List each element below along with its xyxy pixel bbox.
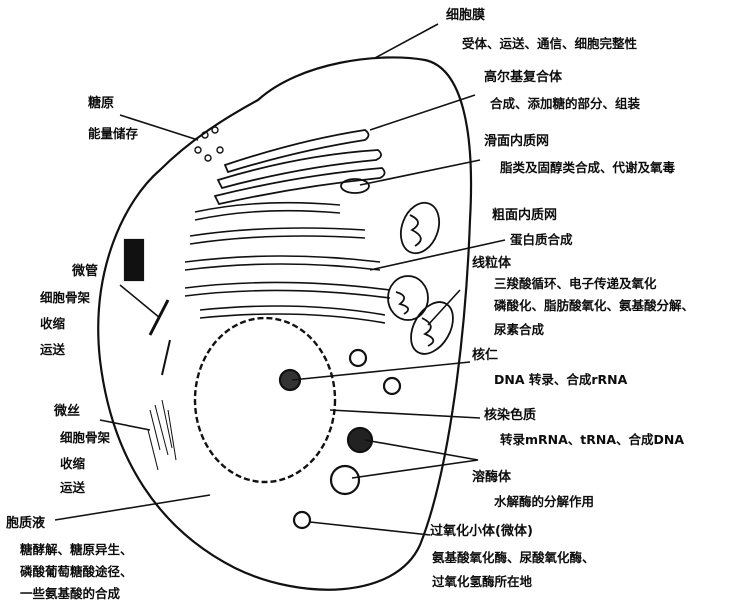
smooth-er-desc: 脂类及固醇类合成、代谢及氧毒: [500, 160, 675, 176]
nucleolus-desc: DNA 转录、合成rRNA: [494, 372, 627, 388]
cell-membrane-desc: 受体、运送、通信、细胞完整性: [462, 36, 637, 52]
vesicle: [384, 378, 400, 394]
glycogen-desc: 能量储存: [88, 126, 138, 142]
cytosol-desc-2: 磷酸葡萄糖酸途径、: [20, 564, 133, 580]
smooth-er-label: 滑面内质网: [484, 134, 549, 150]
mitochondria-desc-3: 尿素合成: [494, 322, 544, 338]
mitochondria-label: 线粒体: [472, 256, 511, 272]
golgi-desc: 合成、添加糖的部分、组装: [490, 96, 640, 112]
vesicle: [350, 350, 366, 366]
leader-lines: [55, 24, 505, 535]
microfilament-label: 微丝: [54, 404, 80, 420]
cytosol-label: 胞质液: [6, 516, 45, 532]
microtubule-desc-2: 收缩: [40, 316, 65, 332]
microfilament-desc-2: 收缩: [60, 456, 85, 472]
microtubule-desc-3: 运送: [40, 342, 65, 358]
dark-granule: [125, 240, 143, 280]
microfilament-desc-1: 细胞骨架: [60, 430, 110, 446]
rough-er-desc: 蛋白质合成: [510, 232, 573, 248]
glycogen-granules: [195, 127, 223, 161]
microtubule-desc-1: 细胞骨架: [40, 290, 90, 306]
peroxisome-desc-1: 氨基酸氧化酶、尿酸氧化酶、: [432, 550, 595, 566]
rough-er-label: 粗面内质网: [492, 208, 557, 224]
microtubule-label: 微管: [72, 264, 98, 280]
cell-membrane-label: 细胞膜: [446, 8, 485, 24]
microfilament-desc-3: 运送: [60, 480, 85, 496]
mitochondria-desc-2: 磷酸化、脂肪酸氧化、氨基酸分解、: [494, 298, 694, 314]
cytosol-desc-3: 一些氨基酸的合成: [20, 586, 120, 602]
chromatin-desc: 转录mRNA、tRNA、合成DNA: [500, 432, 684, 448]
glycogen-label: 糖原: [88, 96, 114, 112]
lysosome-label: 溶酶体: [472, 470, 511, 486]
golgi-label: 高尔基复合体: [484, 70, 562, 86]
cytosol-desc-1: 糖酵解、糖原异生、: [20, 542, 133, 558]
nucleolus-label: 核仁: [472, 348, 498, 364]
chromatin-label: 核染色质: [484, 408, 536, 424]
mitochondria-desc-1: 三羧酸循环、电子传递及氧化: [494, 276, 657, 292]
mitochondria: [388, 197, 462, 361]
microfilaments: [148, 400, 176, 470]
endoplasmic-reticulum: [185, 203, 390, 323]
peroxisome: [294, 512, 310, 528]
lysosome-desc: 水解酶的分解作用: [494, 494, 594, 510]
microtubule-2: [162, 340, 170, 375]
lysosome: [331, 466, 359, 494]
peroxisome-label: 过氧化小体(微体): [430, 524, 533, 540]
nucleus: [195, 318, 335, 482]
peroxisome-desc-2: 过氧化氢酶所在地: [432, 574, 532, 590]
cell-membrane-outline: [98, 57, 471, 589]
golgi-complex: [215, 130, 385, 204]
